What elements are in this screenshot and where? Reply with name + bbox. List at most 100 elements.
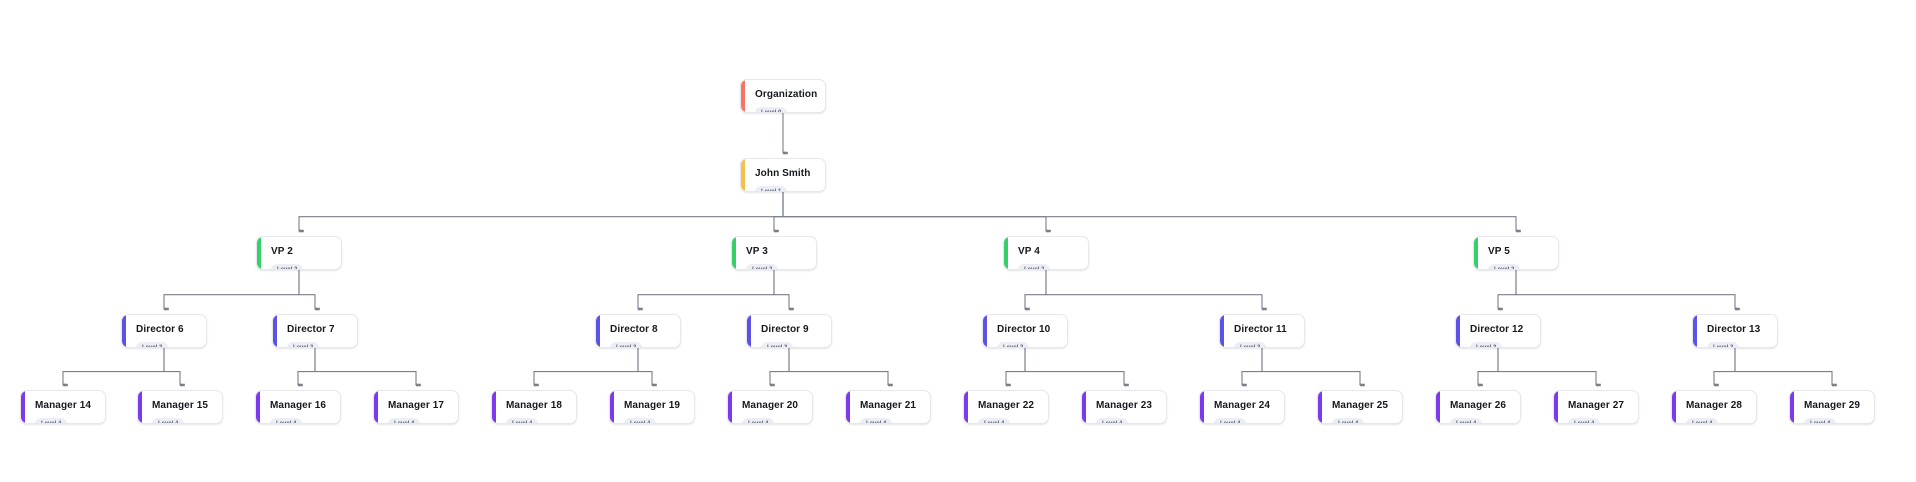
node-level-badge: Level 4 bbox=[1686, 418, 1719, 423]
node-level-badge: Level 2 bbox=[1488, 264, 1521, 269]
node-level-badge: Level 3 bbox=[761, 342, 794, 347]
org-node-n4[interactable]: VP 4 Level 2 bbox=[1003, 236, 1089, 270]
node-title: VP 3 bbox=[746, 246, 768, 257]
node-title: Director 12 bbox=[1470, 324, 1524, 335]
edge-n13-to-n29 bbox=[1734, 348, 1837, 387]
node-level-badge: Level 3 bbox=[610, 342, 643, 347]
node-title: Manager 18 bbox=[506, 400, 563, 411]
edge-n5-to-n12 bbox=[1497, 270, 1517, 311]
edge-n6-to-n14 bbox=[62, 348, 165, 387]
edge-n4-to-n11 bbox=[1045, 270, 1267, 311]
edge-n12-to-n27 bbox=[1497, 348, 1601, 387]
edge-n1-to-n3 bbox=[773, 192, 784, 233]
edge-n10-to-n22 bbox=[1005, 348, 1026, 387]
org-node-n28[interactable]: Manager 28 Level 4 bbox=[1671, 390, 1757, 424]
node-title: VP 4 bbox=[1018, 246, 1040, 257]
node-title: Director 7 bbox=[287, 324, 335, 335]
node-title: VP 5 bbox=[1488, 246, 1510, 257]
node-title: Director 9 bbox=[761, 324, 809, 335]
node-level-badge: Level 4 bbox=[506, 418, 539, 423]
node-title: Manager 20 bbox=[742, 400, 799, 411]
org-node-n18[interactable]: Manager 18 Level 4 bbox=[491, 390, 577, 424]
edge-n6-to-n15 bbox=[163, 348, 185, 387]
node-level-badge: Level 4 bbox=[624, 418, 657, 423]
org-node-n5[interactable]: VP 5 Level 2 bbox=[1473, 236, 1559, 270]
org-node-n14[interactable]: Manager 14 Level 4 bbox=[20, 390, 106, 424]
node-title: Manager 28 bbox=[1686, 400, 1743, 411]
node-title: Director 11 bbox=[1234, 324, 1287, 335]
node-level-badge: Level 3 bbox=[1234, 342, 1267, 347]
node-level-badge: Level 3 bbox=[287, 342, 320, 347]
org-node-n9[interactable]: Director 9 Level 3 bbox=[746, 314, 832, 348]
org-node-n23[interactable]: Manager 23 Level 4 bbox=[1081, 390, 1167, 424]
org-node-n26[interactable]: Manager 26 Level 4 bbox=[1435, 390, 1521, 424]
node-title: John Smith bbox=[755, 168, 811, 179]
org-node-n27[interactable]: Manager 27 Level 4 bbox=[1553, 390, 1639, 424]
node-title: Organization bbox=[755, 89, 818, 100]
org-node-n22[interactable]: Manager 22 Level 4 bbox=[963, 390, 1049, 424]
edge-n8-to-n18 bbox=[533, 348, 639, 387]
node-level-badge: Level 4 bbox=[1096, 418, 1129, 423]
edge-n7-to-n16 bbox=[297, 348, 316, 387]
edge-n4-to-n10 bbox=[1024, 270, 1047, 311]
node-title: Manager 14 bbox=[35, 400, 92, 411]
node-title: Director 10 bbox=[997, 324, 1051, 335]
node-level-badge: Level 4 bbox=[1214, 418, 1247, 423]
node-title: Director 8 bbox=[610, 324, 658, 335]
edge-n10-to-n23 bbox=[1024, 348, 1129, 387]
node-title: Manager 23 bbox=[1096, 400, 1153, 411]
node-title: Manager 17 bbox=[388, 400, 445, 411]
node-level-badge: Level 2 bbox=[1018, 264, 1051, 269]
edge-n12-to-n26 bbox=[1477, 348, 1499, 387]
org-node-n10[interactable]: Director 10 Level 3 bbox=[982, 314, 1068, 348]
edge-n9-to-n21 bbox=[788, 348, 893, 387]
node-title: Manager 21 bbox=[860, 400, 917, 411]
org-node-n12[interactable]: Director 12 Level 3 bbox=[1455, 314, 1541, 348]
node-title: Director 6 bbox=[136, 324, 184, 335]
node-level-badge: Level 4 bbox=[1450, 418, 1483, 423]
edge-n9-to-n20 bbox=[769, 348, 790, 387]
node-title: Manager 24 bbox=[1214, 400, 1271, 411]
node-level-badge: Level 4 bbox=[978, 418, 1011, 423]
node-level-badge: Level 4 bbox=[35, 418, 68, 423]
org-node-n16[interactable]: Manager 16 Level 4 bbox=[255, 390, 341, 424]
node-level-badge: Level 4 bbox=[388, 418, 421, 423]
org-node-n24[interactable]: Manager 24 Level 4 bbox=[1199, 390, 1285, 424]
edge-n3-to-n8 bbox=[637, 270, 775, 311]
node-level-badge: Level 4 bbox=[152, 418, 185, 423]
edge-n1-to-n4 bbox=[782, 192, 1051, 233]
node-level-badge: Level 3 bbox=[1470, 342, 1503, 347]
node-title: Manager 27 bbox=[1568, 400, 1625, 411]
node-title: Manager 22 bbox=[978, 400, 1035, 411]
org-node-n11[interactable]: Director 11 Level 3 bbox=[1219, 314, 1305, 348]
org-node-n21[interactable]: Manager 21 Level 4 bbox=[845, 390, 931, 424]
node-level-badge: Level 4 bbox=[1568, 418, 1601, 423]
edge-n8-to-n19 bbox=[637, 348, 657, 387]
node-level-badge: Level 4 bbox=[860, 418, 893, 423]
org-node-n8[interactable]: Director 8 Level 3 bbox=[595, 314, 681, 348]
node-title: Manager 16 bbox=[270, 400, 327, 411]
org-node-n15[interactable]: Manager 15 Level 4 bbox=[137, 390, 223, 424]
node-title: Manager 25 bbox=[1332, 400, 1389, 411]
node-level-badge: Level 3 bbox=[997, 342, 1030, 347]
node-title: Manager 15 bbox=[152, 400, 209, 411]
node-title: Director 13 bbox=[1707, 324, 1761, 335]
node-title: Manager 26 bbox=[1450, 400, 1507, 411]
node-level-badge: Level 4 bbox=[270, 418, 303, 423]
org-node-n17[interactable]: Manager 17 Level 4 bbox=[373, 390, 459, 424]
edge-n1-to-n5 bbox=[782, 192, 1521, 233]
org-node-n7[interactable]: Director 7 Level 3 bbox=[272, 314, 358, 348]
edge-n11-to-n24 bbox=[1241, 348, 1263, 387]
edge-n5-to-n13 bbox=[1515, 270, 1740, 311]
